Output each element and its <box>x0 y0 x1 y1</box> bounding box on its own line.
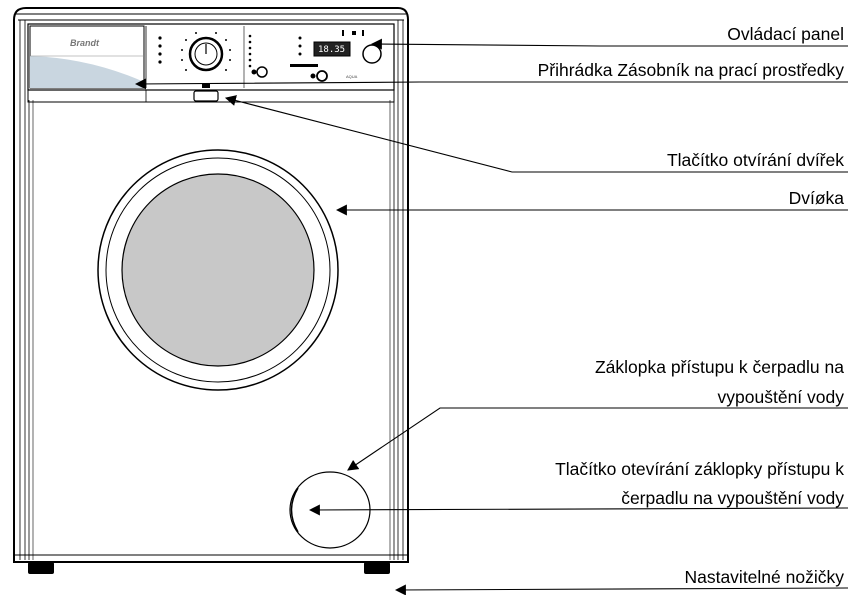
leader-door-button <box>224 95 848 173</box>
cabinet <box>13 7 409 563</box>
brand-logo: Brandt <box>70 38 100 48</box>
option-knob <box>251 66 268 78</box>
label-control-panel: Ovládací panel <box>727 24 844 44</box>
program-dial <box>181 32 231 72</box>
label-pump-flap-button-line2: čerpadlu na vypouštění vody <box>621 488 844 508</box>
label-pump-flap-line2: vypouštění vody <box>717 387 844 407</box>
leader-feet <box>394 584 848 595</box>
adjustable-feet <box>28 562 390 574</box>
door-glass <box>121 173 315 367</box>
door-open-button <box>193 84 219 102</box>
leader-pump-flap <box>347 407 848 471</box>
time-display <box>313 41 351 57</box>
label-door: Dvíøka <box>788 188 844 208</box>
control-panel: Brandt <box>27 23 395 91</box>
label-pump-flap-line1: Záklopka přístupu k čerpadlu na <box>594 357 844 377</box>
leader-detergent-drawer <box>134 78 848 90</box>
trim-strip <box>27 89 395 103</box>
leader-control-panel <box>370 38 848 50</box>
leader-pump-flap-button <box>308 504 848 516</box>
label-feet: Nastavitelné nožičky <box>684 567 844 587</box>
model-badge: AQUA <box>346 74 358 79</box>
label-detergent-drawer: Přihrádka Zásobník na prací prostředky <box>537 60 844 80</box>
label-door-button: Tlačítko otvírání dvířek <box>666 150 844 170</box>
svg-text:18.35: 18.35 <box>318 45 345 55</box>
temperature-knob <box>310 70 328 82</box>
door-porthole <box>97 149 339 391</box>
start-button <box>362 44 382 64</box>
leader-lines <box>134 38 848 595</box>
label-pump-flap-button-line1: Tlačítko otevírání záklopky přístupu k <box>555 459 844 479</box>
